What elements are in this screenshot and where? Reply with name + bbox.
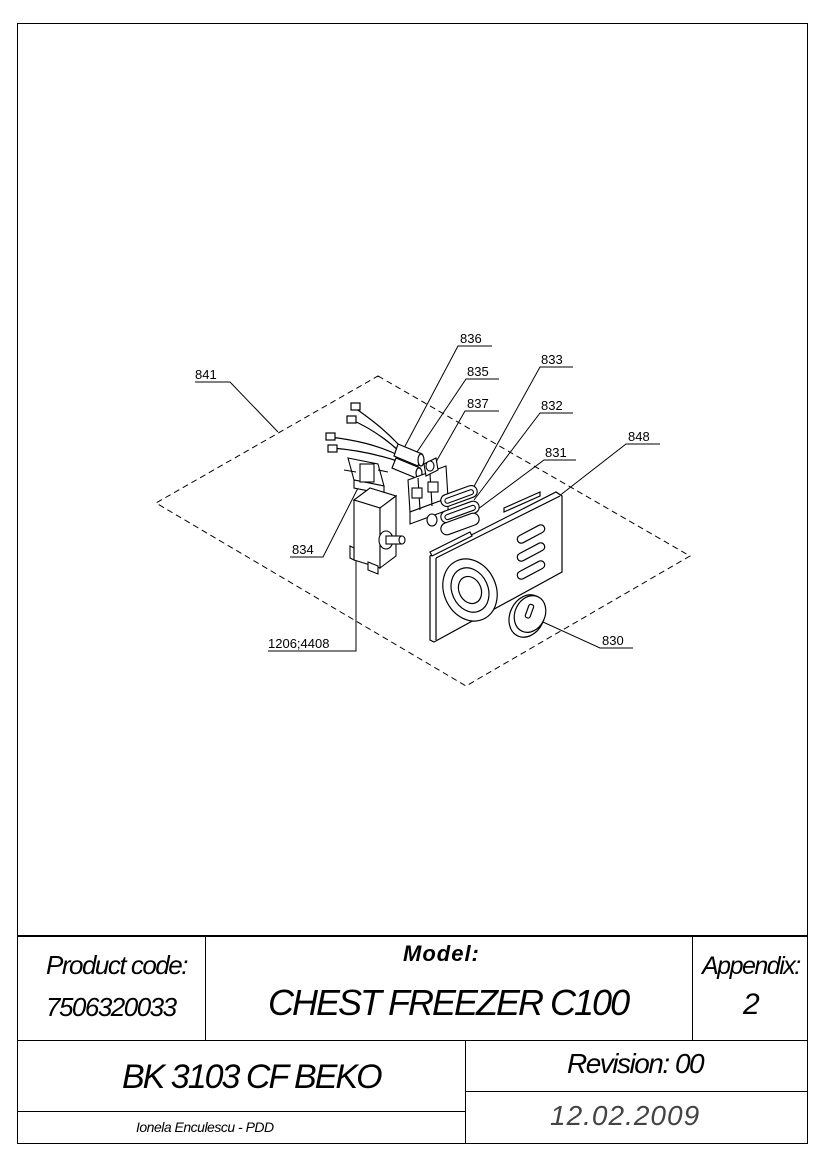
title-block-mid-line — [17, 1040, 808, 1041]
switch-component — [343, 457, 389, 495]
lamp-covers — [440, 485, 480, 536]
bracket-clip — [407, 457, 449, 527]
thermostat-component — [349, 487, 406, 575]
product-code-label: Product code: — [46, 950, 188, 980]
callout-831: 831 — [545, 445, 567, 460]
appendix-number: 2 — [743, 988, 760, 1021]
callout-835: 835 — [467, 364, 489, 379]
control-panel — [429, 491, 563, 643]
appendix-label: Appendix: — [702, 952, 801, 980]
callout-841: 841 — [195, 367, 217, 382]
model-label: Model: — [403, 941, 480, 966]
brand-model: BK 3103 CF BEKO — [122, 1058, 383, 1096]
callout-830: 830 — [602, 633, 624, 648]
title-block-divider-2 — [692, 935, 693, 1040]
title-block-divider-1 — [205, 935, 206, 1040]
callout-836: 836 — [460, 331, 482, 346]
title-block-author-line — [17, 1111, 465, 1112]
drawing-frame — [17, 23, 808, 1144]
callout-848: 848 — [628, 429, 650, 444]
date: 12.02.2009 — [550, 1100, 701, 1131]
product-code-value: 7506320033 — [46, 992, 177, 1022]
title-block-divider-3 — [465, 1040, 466, 1144]
callout-832: 832 — [541, 398, 563, 413]
callout-834: 834 — [292, 542, 314, 557]
callout-1206-4408: 1206;4408 — [268, 636, 329, 651]
author: Ionela Enculescu - PDD — [136, 1119, 274, 1135]
group-outline — [155, 375, 691, 687]
title-block-top-line — [17, 935, 808, 937]
title-block-revision-line — [465, 1091, 808, 1092]
callout-837: 837 — [467, 396, 489, 411]
callout-underlines — [195, 345, 660, 652]
callout-833: 833 — [541, 352, 563, 367]
model-name: CHEST FREEZER C100 — [268, 982, 630, 1023]
wiring-harness — [325, 402, 425, 479]
revision: Revision: 00 — [567, 1048, 705, 1079]
control-knob — [508, 594, 547, 638]
